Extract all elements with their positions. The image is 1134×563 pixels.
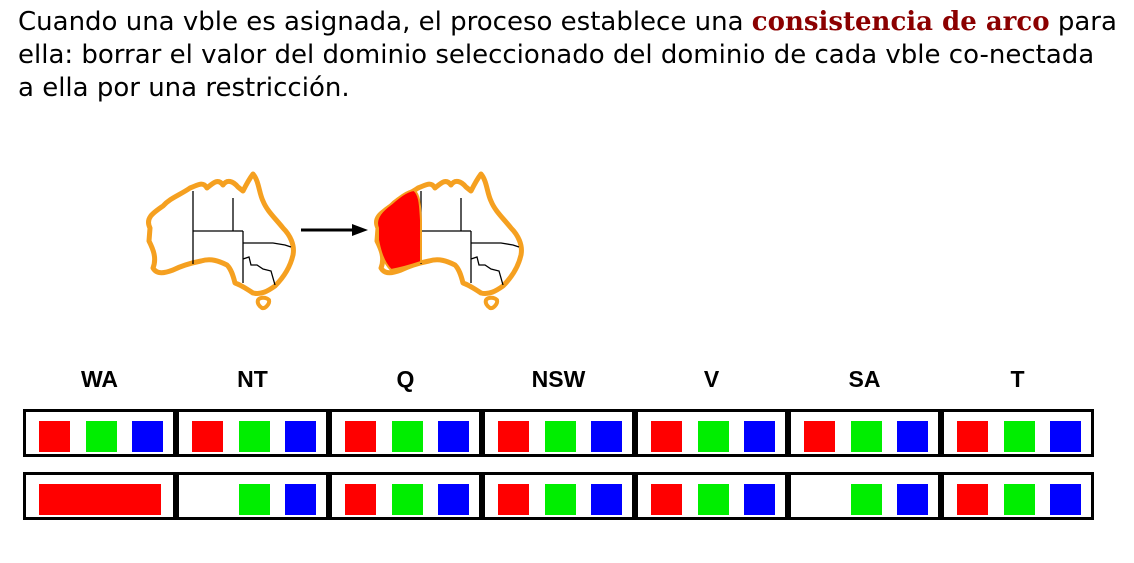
value-square-green — [698, 484, 729, 515]
domain-cell-initial-t — [941, 409, 1094, 457]
domain-cell-initial-wa — [23, 409, 176, 457]
value-square-blue — [591, 421, 622, 452]
australia-map-wa-red-icon — [376, 174, 521, 308]
value-square-red — [651, 421, 682, 452]
domain-cell-initial-q — [329, 409, 482, 457]
var-header-nt: NT — [237, 366, 268, 392]
var-header-v: V — [703, 366, 720, 392]
value-square-red — [804, 421, 835, 452]
value-square-green — [392, 421, 423, 452]
domain-cell-after-v — [635, 472, 788, 520]
paragraph-text-before: Cuando una vble es asignada, el proceso … — [18, 7, 744, 37]
value-square-blue — [1050, 421, 1081, 452]
value-square-green — [392, 484, 423, 515]
value-square-red — [651, 484, 682, 515]
explanation-paragraph: Cuando una vble es asignada, el proceso … — [18, 6, 1118, 105]
domain-cell-after-nt — [176, 472, 329, 520]
value-square-red — [345, 484, 376, 515]
value-square-green — [545, 421, 576, 452]
paragraph-highlight: consistencia de arco — [751, 7, 1050, 37]
domain-cell-after-nsw — [482, 472, 635, 520]
domain-row-after-assignment — [23, 472, 1094, 520]
value-square-red — [957, 421, 988, 452]
value-square-blue — [897, 421, 928, 452]
domain-cell-after-wa — [23, 472, 176, 520]
value-square-green — [851, 484, 882, 515]
value-square-green — [239, 484, 270, 515]
value-square-blue — [1050, 484, 1081, 515]
var-header-nsw: NSW — [531, 366, 586, 392]
value-square-green — [698, 421, 729, 452]
var-header-wa: WA — [80, 366, 119, 392]
domain-cell-initial-sa — [788, 409, 941, 457]
australia-map-icon — [148, 174, 293, 308]
domain-cell-after-q — [329, 472, 482, 520]
domain-cell-initial-nsw — [482, 409, 635, 457]
value-square-red — [957, 484, 988, 515]
value-square-blue — [132, 421, 163, 452]
var-header-q: Q — [396, 366, 415, 392]
value-square-green — [851, 421, 882, 452]
value-square-red — [192, 421, 223, 452]
domain-row-initial — [23, 409, 1094, 457]
paragraph-text-after: para ella: borrar el valor del dominio s… — [18, 7, 1117, 103]
value-square-blue — [438, 421, 469, 452]
value-square-red — [498, 421, 529, 452]
maps-illustration — [0, 0, 1134, 320]
value-square-blue — [285, 421, 316, 452]
value-square-blue — [897, 484, 928, 515]
value-square-blue — [285, 484, 316, 515]
var-header-t: T — [1010, 366, 1025, 392]
value-square-green — [86, 421, 117, 452]
value-square-green — [1004, 484, 1035, 515]
value-square-green — [239, 421, 270, 452]
value-square-green — [545, 484, 576, 515]
domain-cell-after-sa — [788, 472, 941, 520]
domain-cell-after-t — [941, 472, 1094, 520]
arrow-right-icon — [301, 224, 368, 236]
value-square-red — [345, 421, 376, 452]
value-square-blue — [744, 421, 775, 452]
domain-cell-initial-nt — [176, 409, 329, 457]
value-square-green — [1004, 421, 1035, 452]
domain-cell-initial-v — [635, 409, 788, 457]
value-square-blue — [744, 484, 775, 515]
value-square-blue — [438, 484, 469, 515]
value-square-blue — [591, 484, 622, 515]
value-square-red — [498, 484, 529, 515]
var-header-sa: SA — [848, 366, 881, 392]
value-square-red — [39, 484, 161, 515]
value-square-red — [39, 421, 70, 452]
